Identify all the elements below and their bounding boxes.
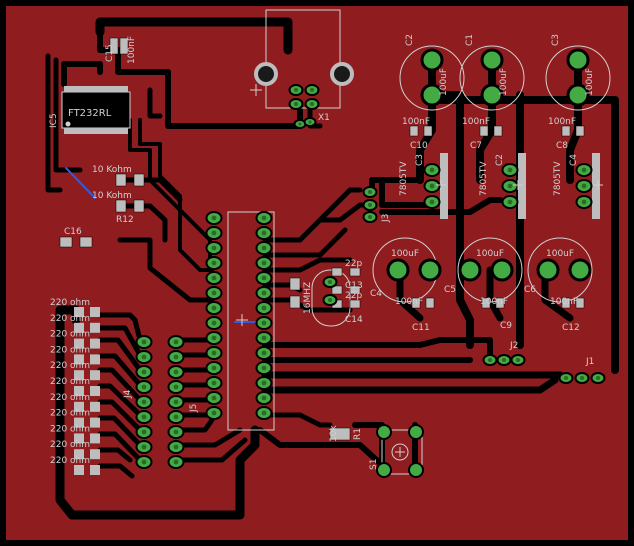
resistor-pad — [74, 370, 84, 381]
label-s1: S1 — [369, 459, 379, 470]
resistor-value-label: 220 ohm — [50, 330, 90, 340]
regulator-tabs — [440, 153, 600, 219]
component-label: 100nF — [395, 297, 423, 307]
component-label: C4 — [569, 154, 579, 166]
resistor-value-label: 220 ohm — [50, 314, 90, 324]
resistor-pad — [90, 417, 100, 428]
label-j5: J5 — [189, 404, 199, 413]
resistor-pad — [90, 386, 100, 396]
component-label: 100uF — [439, 68, 449, 96]
component-label: 100uF — [391, 249, 419, 259]
component-label: 100uF — [585, 68, 595, 96]
label-c14: C14 — [345, 315, 363, 325]
capacitor-labels: C2 100uF C1 100uF C3 100uF 100nF C10 100nF C7 100n… — [391, 34, 595, 333]
traces — [45, 17, 619, 520]
usb-connector-outline — [265, 9, 341, 109]
component-label: C5 — [444, 285, 456, 295]
component-label: C10 — [410, 141, 428, 151]
label-j3: J3 — [381, 214, 391, 223]
label-c16: C16 — [64, 227, 82, 237]
component-label: 7805TV — [399, 161, 409, 196]
component-label: C1 — [465, 34, 475, 46]
resistor-pad — [74, 465, 84, 475]
resistor-pad — [90, 433, 100, 444]
resistor-pad — [90, 370, 100, 381]
resistor-pad — [74, 322, 84, 333]
label-c13-value: 22p — [345, 259, 362, 269]
label-x1: X1 — [318, 113, 330, 123]
label-c13: C13 — [345, 281, 363, 291]
label-r12: R12 — [116, 215, 134, 225]
component-label: C9 — [500, 321, 512, 331]
resistor-pad — [74, 433, 84, 444]
resistor-pad — [74, 401, 84, 412]
component-label: 7805TV — [553, 161, 563, 196]
component-label: 100uF — [476, 249, 504, 259]
resistor-labels: 220 ohm 220 ohm 220 ohm 220 ohm 220 ohm 220 o… — [50, 298, 100, 475]
resistor-pad — [90, 354, 100, 365]
component-label: 100nF — [550, 297, 578, 307]
resistor-value-label: 220 ohm — [50, 440, 90, 450]
resistor-value-label: 220 ohm — [50, 409, 90, 419]
resistor-value-label: 220 ohm — [50, 424, 90, 434]
component-label: C3 — [415, 154, 425, 166]
component-label: 100uF — [499, 68, 509, 96]
resistor-value-label: 220 ohm — [50, 298, 90, 308]
component-label: C12 — [562, 323, 580, 333]
label-ic5: IC5 — [49, 113, 59, 128]
label-r-bottom: 10 Kohm — [92, 191, 132, 201]
ft232-chip — [61, 86, 131, 134]
component-label: C8 — [556, 141, 568, 151]
resistor-pad — [74, 417, 84, 428]
component-label: 100nF — [462, 117, 490, 127]
label-c14-value: 22p — [345, 291, 362, 301]
label-r-top: 10 Kohm — [92, 165, 132, 175]
component-label: C2 — [495, 154, 505, 166]
electrolytic-pads — [254, 48, 592, 478]
resistor-pad — [74, 449, 84, 460]
component-label: C6 — [524, 285, 536, 295]
label-r-switch-value: 10k — [329, 425, 339, 442]
resistor-pad — [74, 386, 84, 396]
resistor-pad — [90, 322, 100, 333]
resistor-pad — [90, 449, 100, 460]
component-label: 100nF — [480, 297, 508, 307]
label-c15: C15 — [105, 44, 115, 62]
component-label: 100nF — [548, 117, 576, 127]
resistor-pad — [90, 338, 100, 349]
smd-pads — [59, 37, 585, 441]
resistor-value-label: 220 ohm — [50, 377, 90, 387]
label-j2: J2 — [509, 341, 518, 351]
resistor-value-label: 220 ohm — [50, 456, 90, 466]
component-label: 100uF — [546, 249, 574, 259]
component-label: 7805TV — [479, 161, 489, 196]
label-ft232: FT232RL — [68, 108, 112, 119]
label-c15-value: 100nF — [127, 36, 137, 64]
component-label: C2 — [405, 34, 415, 46]
resistor-pad — [90, 307, 100, 317]
label-crystal: 16MHZ — [303, 282, 313, 314]
component-label: C11 — [412, 323, 430, 333]
resistor-pad — [74, 338, 84, 349]
resistor-pad — [90, 401, 100, 412]
resistor-value-label: 220 ohm — [50, 361, 90, 371]
resistor-pad — [74, 354, 84, 365]
component-label: 100nF — [402, 117, 430, 127]
component-label: C7 — [470, 141, 482, 151]
label-j1: J1 — [585, 357, 594, 367]
resistor-value-label: 220 ohm — [50, 393, 90, 403]
resistor-pad — [90, 465, 100, 475]
label-c4: C4 — [370, 289, 382, 299]
label-j4: J4 — [123, 389, 133, 399]
resistor-pad — [74, 307, 84, 317]
component-label: C3 — [551, 34, 561, 46]
resistor-value-label: 220 ohm — [50, 345, 90, 355]
label-r-switch: R1 — [353, 428, 363, 440]
through-hole-pads — [135, 84, 606, 469]
